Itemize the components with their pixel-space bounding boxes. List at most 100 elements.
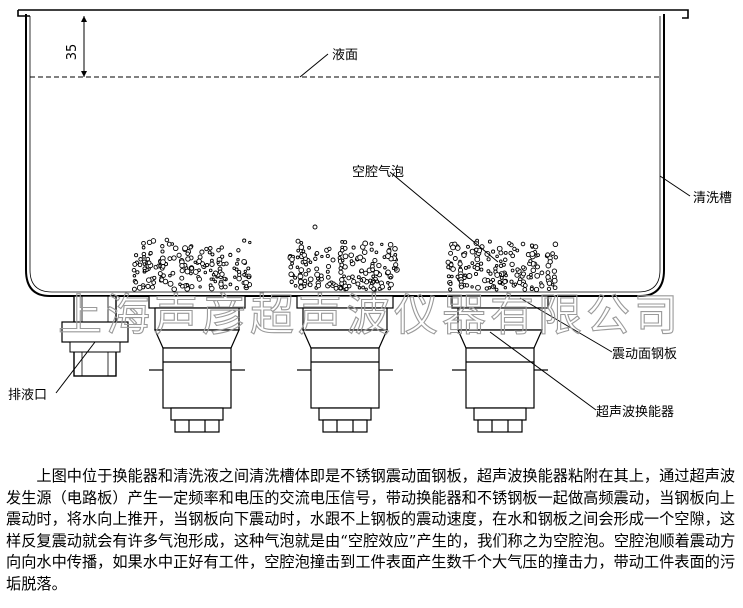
bubble: [160, 244, 165, 249]
bubble: [233, 275, 237, 279]
bubble: [196, 258, 202, 265]
bubble: [145, 283, 151, 289]
bubble: [445, 259, 451, 265]
bubble: [479, 261, 484, 266]
bubble: [371, 286, 377, 292]
bubble: [138, 257, 143, 262]
bubble: [536, 253, 540, 257]
bubble: [188, 245, 193, 250]
liquid-surface-label: 液面: [332, 48, 358, 63]
bubble: [448, 262, 454, 268]
bubble: [170, 242, 175, 246]
bubble: [314, 271, 321, 278]
bubble: [509, 279, 514, 284]
bubble: [145, 256, 151, 262]
bubble: [499, 259, 503, 263]
bubble: [185, 251, 190, 256]
tank-rim-left: [17, 10, 30, 17]
bubble: [207, 250, 212, 255]
transducer-2: [296, 295, 394, 433]
bubble: [516, 279, 523, 286]
bubble: [205, 262, 210, 268]
bubble: [172, 245, 179, 252]
bubble: [474, 265, 480, 271]
bubble: [167, 256, 173, 261]
bubble: [475, 284, 481, 291]
transducer-group: [148, 295, 549, 433]
bubble: [325, 274, 331, 280]
bubble: [308, 260, 313, 264]
bubble: [171, 255, 177, 261]
bubble: [513, 282, 518, 286]
bubble: [486, 257, 491, 262]
bubble: [528, 259, 533, 264]
bubble: [164, 237, 170, 243]
bubble-cluster-1: [131, 237, 253, 292]
bubble: [143, 268, 147, 273]
bubble: [521, 271, 526, 277]
bubble: [533, 244, 539, 250]
bubble: [387, 286, 392, 291]
bubble: [448, 281, 453, 286]
bubble: [337, 251, 343, 257]
bubble: [357, 286, 362, 290]
bubble: [463, 265, 468, 270]
bubble: [141, 245, 146, 250]
bubble: [209, 261, 215, 267]
bubble: [246, 266, 251, 271]
bubble: [192, 269, 199, 275]
bubble: [494, 287, 499, 292]
bubble: [364, 287, 368, 291]
bubble: [510, 268, 515, 273]
bubble: [377, 286, 382, 291]
bubble: [248, 240, 252, 245]
bubble: [545, 252, 551, 258]
bubble: [470, 261, 475, 265]
bubble: [338, 269, 344, 275]
bubble: [298, 267, 305, 273]
bubble: [301, 249, 306, 254]
bubble: [142, 254, 146, 259]
bubble: [522, 283, 528, 288]
bubble: [160, 259, 166, 265]
bubble: [479, 267, 484, 272]
bubble: [159, 277, 165, 283]
callout-lines: [55, 53, 691, 411]
bubble: [161, 273, 166, 278]
bubble: [376, 262, 382, 269]
bubble: [515, 248, 520, 253]
bubble: [193, 260, 197, 264]
bubble: [199, 249, 205, 255]
bubble: [450, 266, 456, 272]
bubble: [342, 274, 346, 279]
bubble: [150, 284, 155, 290]
bubble: [461, 252, 467, 258]
bubble: [289, 279, 294, 284]
bubble: [464, 283, 470, 288]
dimension-marker: 35: [65, 16, 87, 77]
bubble: [299, 240, 304, 245]
bubble: [234, 286, 240, 291]
bubble: [489, 280, 493, 285]
bubble: [504, 273, 508, 278]
bubble: [510, 253, 516, 259]
bubble: [372, 257, 378, 264]
bubble: [359, 278, 364, 282]
bubble: [386, 281, 390, 285]
bubble: [455, 245, 461, 251]
bubble: [529, 243, 535, 248]
bubble: [295, 265, 300, 269]
bubble: [185, 283, 190, 287]
bubble: [371, 274, 376, 279]
bubble: [474, 256, 481, 263]
bubble: [553, 255, 558, 260]
bubble: [235, 261, 239, 266]
bubble: [497, 280, 502, 285]
bubble: [486, 269, 491, 274]
bubble: [357, 254, 364, 261]
bubble: [228, 282, 233, 287]
bubble: [176, 252, 182, 258]
bubble: [296, 248, 301, 253]
bubble: [303, 271, 309, 277]
bubble: [189, 284, 195, 290]
